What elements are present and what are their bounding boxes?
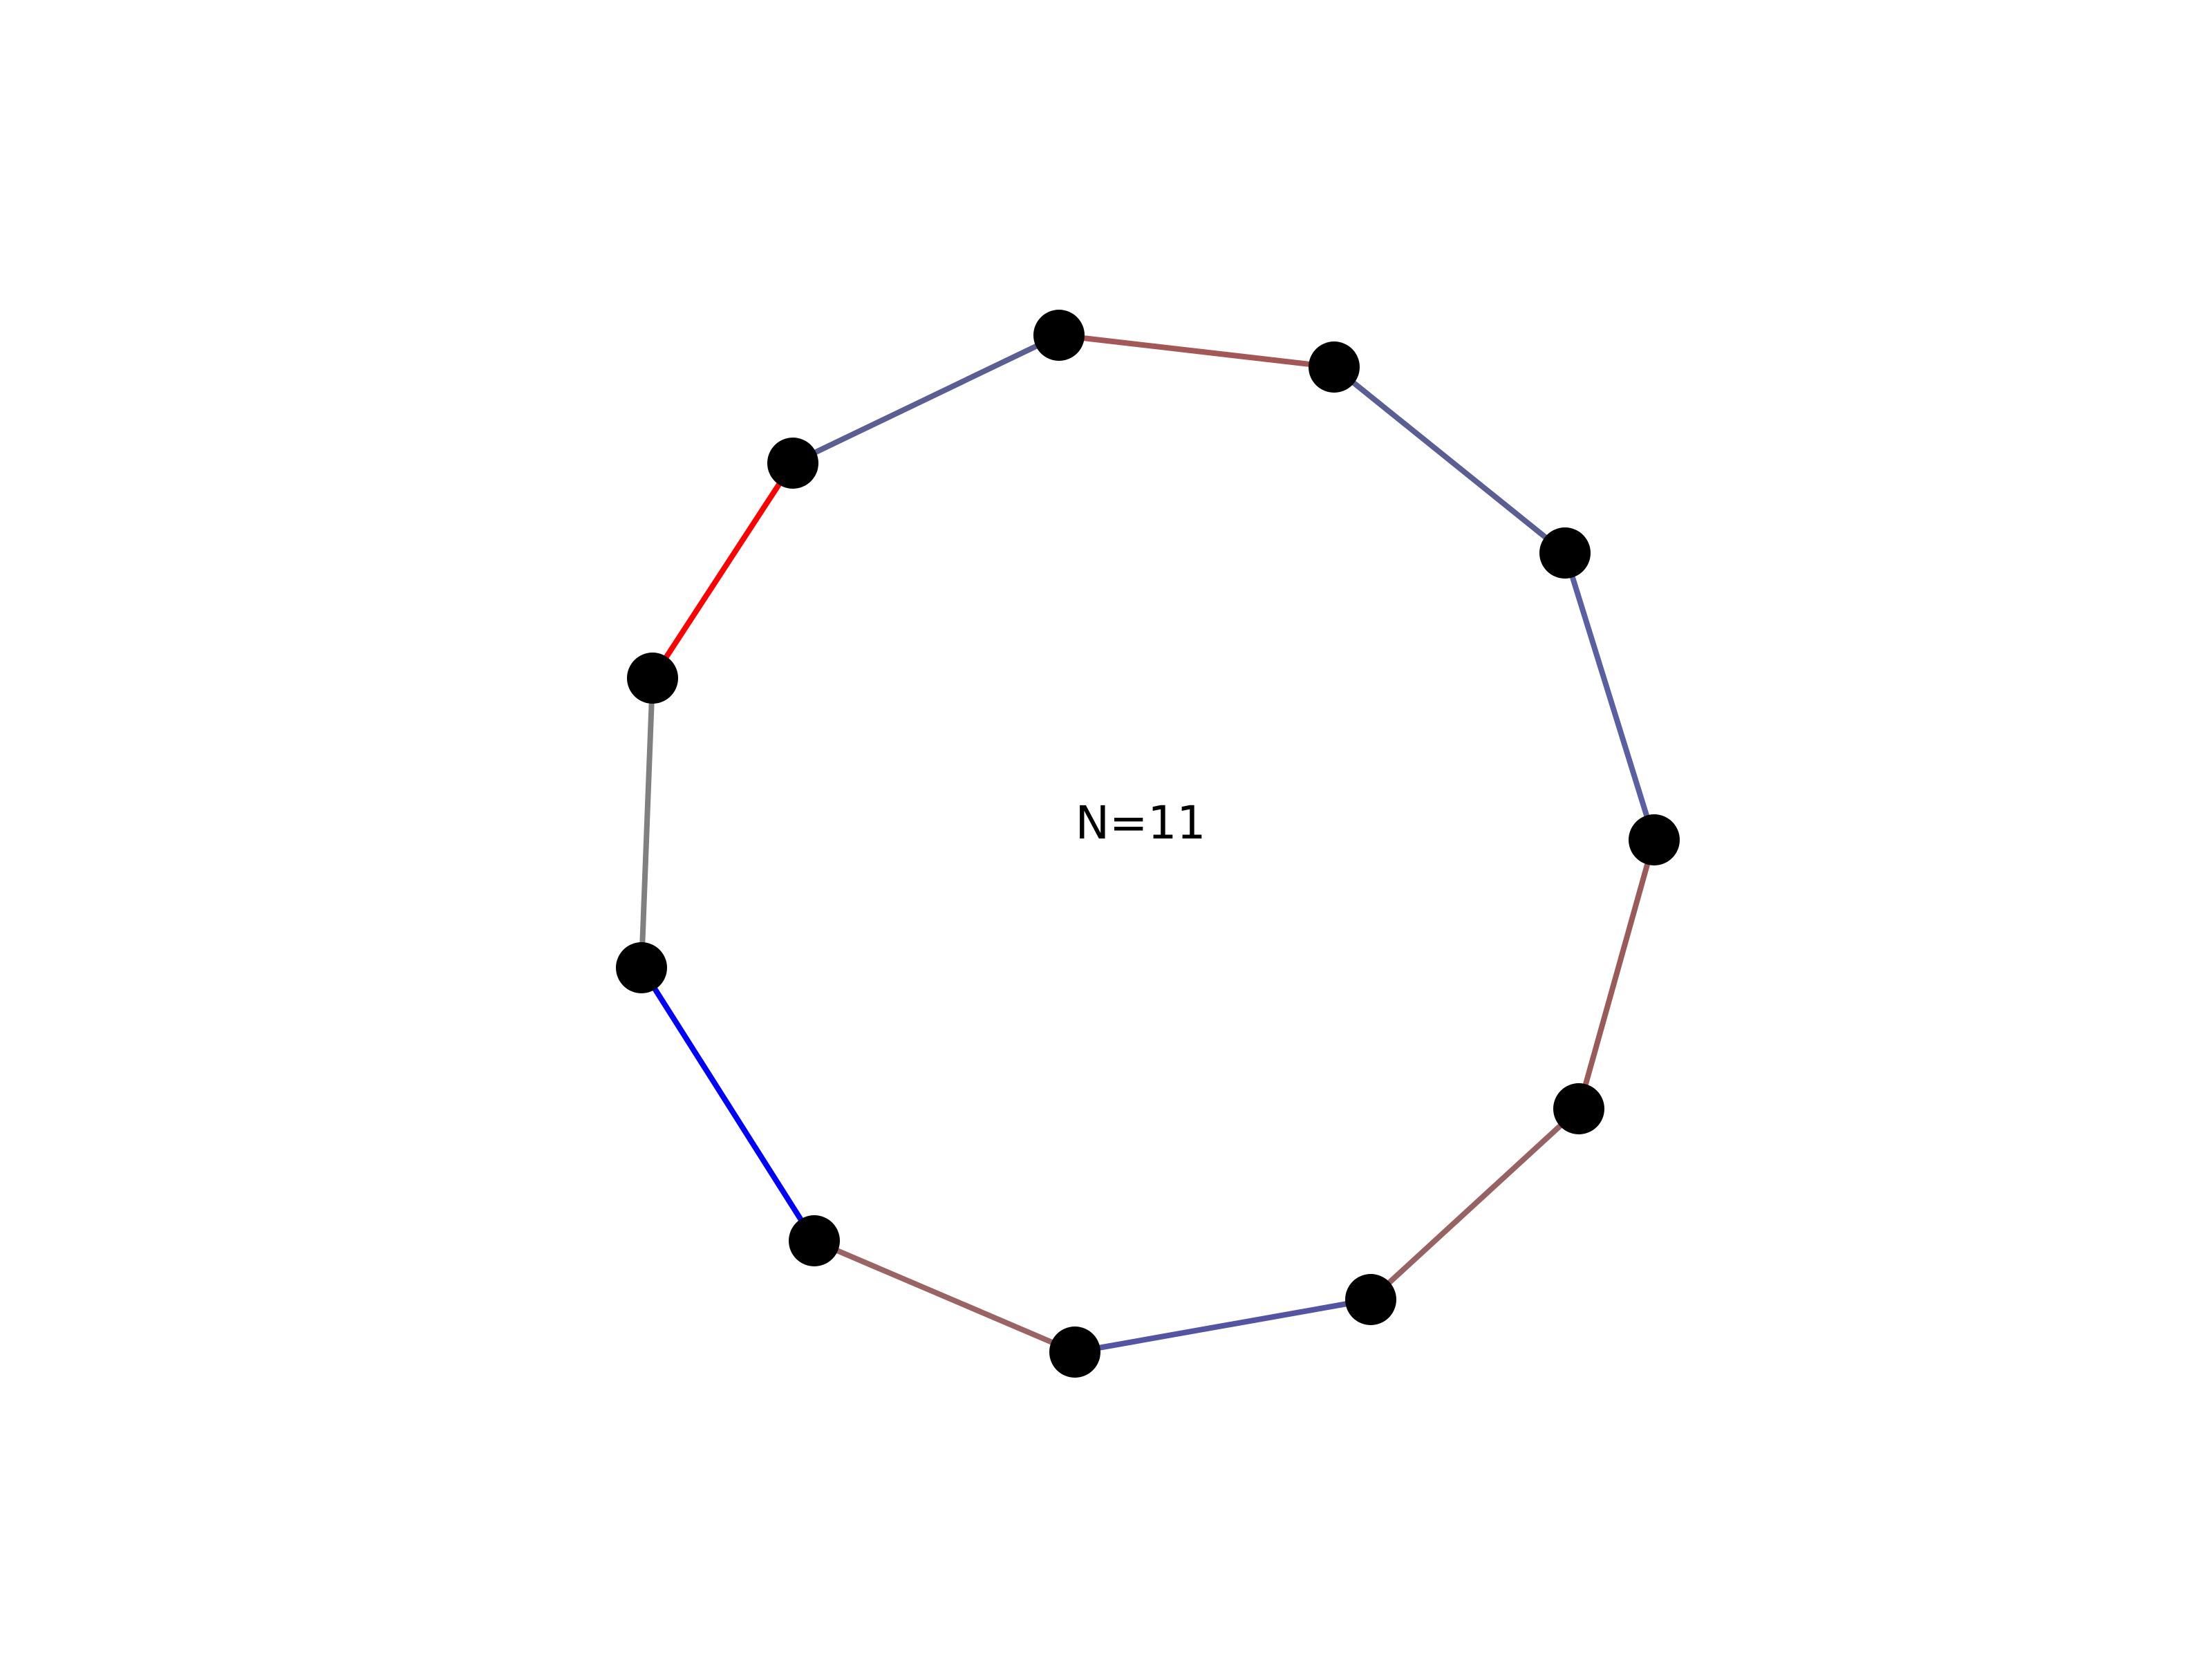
ring-edge bbox=[1332, 364, 1567, 556]
ring-node bbox=[1539, 527, 1591, 579]
ring-edges bbox=[639, 332, 1657, 1355]
ring-edge bbox=[791, 332, 1060, 466]
ring-node bbox=[1345, 1274, 1396, 1325]
ring-edge bbox=[1074, 1297, 1371, 1355]
ring-edge bbox=[813, 1238, 1076, 1355]
ring-node bbox=[616, 942, 667, 993]
ring-node bbox=[1629, 814, 1680, 865]
ring-edge bbox=[650, 461, 796, 680]
ring-node bbox=[1033, 310, 1085, 361]
ring-node bbox=[627, 653, 678, 704]
ring-edge bbox=[1369, 1107, 1581, 1302]
ring-nodes bbox=[616, 310, 1680, 1378]
ring-edge bbox=[639, 677, 655, 968]
ring-node bbox=[789, 1215, 840, 1266]
ring-edge bbox=[639, 966, 817, 1243]
ring-node bbox=[1309, 341, 1360, 393]
ring-node bbox=[1553, 1083, 1604, 1134]
node-count-label: N=11 bbox=[1076, 796, 1206, 850]
ring-node bbox=[1049, 1327, 1100, 1378]
ring-node bbox=[767, 438, 818, 489]
ring-edge bbox=[1058, 332, 1335, 370]
ring-edge bbox=[1562, 552, 1657, 841]
ring-edge bbox=[1576, 838, 1657, 1110]
